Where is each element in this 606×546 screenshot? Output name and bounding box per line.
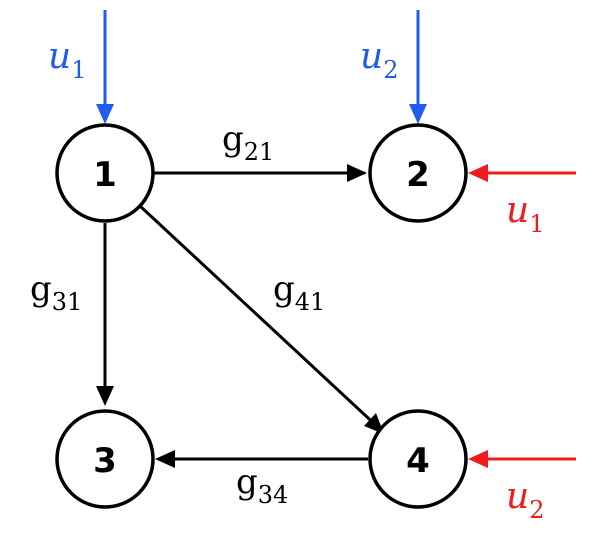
- input-u1-node-1: [96, 10, 114, 124]
- arrowhead-4-3: [155, 450, 175, 468]
- input-u2-red-node-4: [468, 450, 576, 468]
- edge-label-g41: g41: [273, 269, 325, 316]
- arrowhead-1-2: [347, 164, 367, 182]
- node-4: 4: [368, 409, 468, 509]
- node-1: 1: [55, 123, 155, 223]
- input-label-u1-blue: u1: [48, 36, 86, 84]
- edge-1-4: [138, 204, 383, 432]
- node-2-label: 2: [406, 155, 430, 195]
- node-1-label: 1: [93, 155, 117, 195]
- arrowhead-1-3: [96, 386, 114, 406]
- node-3: 3: [55, 409, 155, 509]
- input-label-u2-red: u2: [506, 476, 544, 524]
- edge-label-g34: g34: [236, 462, 288, 509]
- input-label-u1-red: u1: [506, 190, 544, 238]
- node-4-label: 4: [406, 441, 430, 481]
- input-u1-red-node-2: [468, 164, 576, 182]
- input-label-u2-blue: u2: [360, 36, 398, 84]
- input-u2-node-2: [409, 10, 427, 124]
- node-2: 2: [368, 123, 468, 223]
- edge-label-g21: g21: [222, 119, 274, 166]
- edge-label-g31: g31: [30, 269, 82, 316]
- node-3-label: 3: [93, 441, 117, 481]
